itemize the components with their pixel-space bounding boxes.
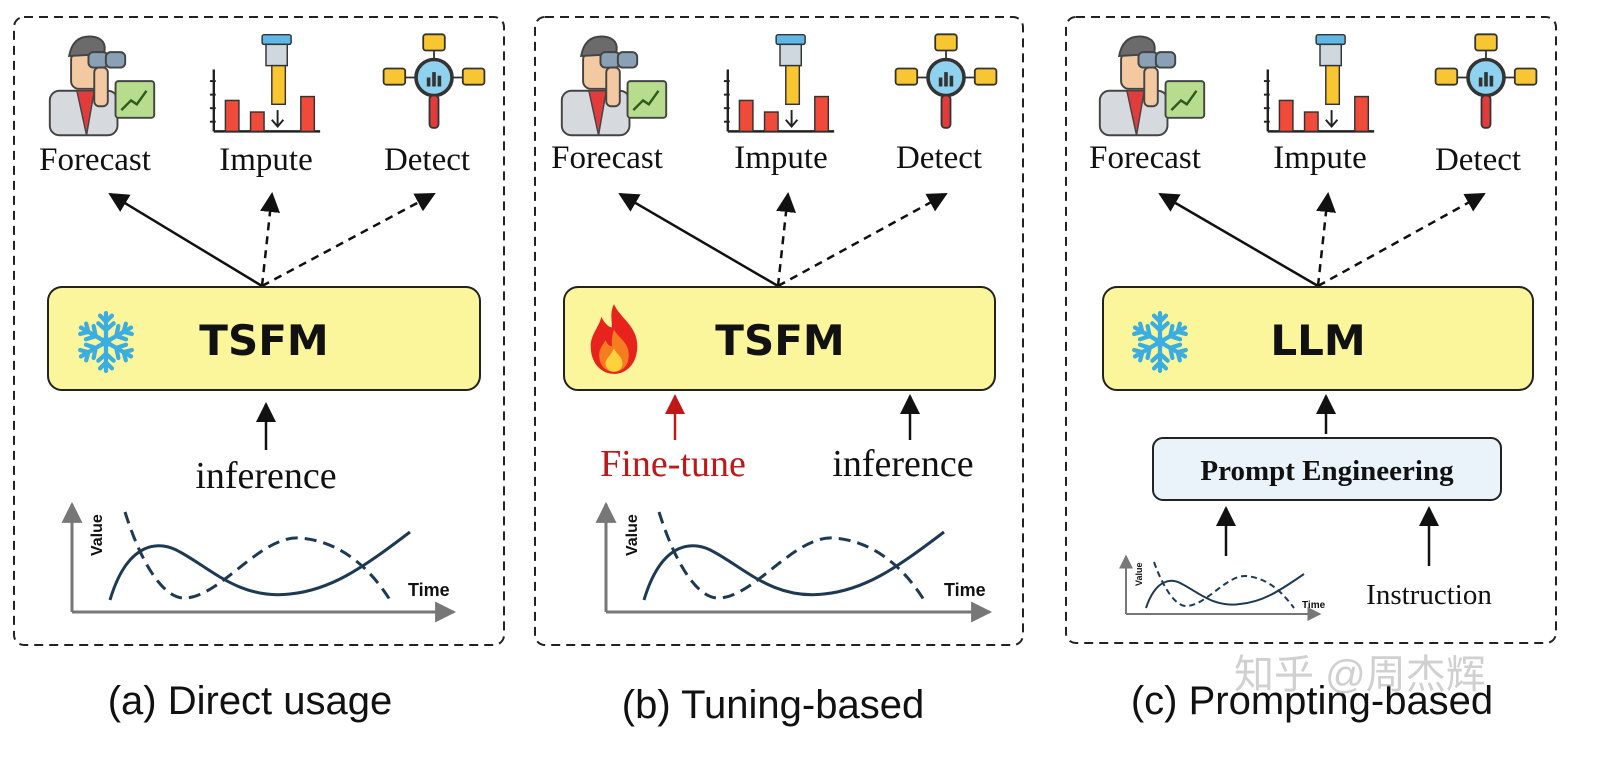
arrow-to-detect <box>777 192 948 288</box>
forecast-icon <box>48 35 156 137</box>
impute-icon <box>208 33 322 133</box>
arrow-to-detect <box>1317 192 1486 288</box>
instruction-label: Instruction <box>1366 579 1492 611</box>
detect-icon <box>893 32 999 130</box>
prompt-engineering-box <box>1152 437 1502 501</box>
inference-label: inference <box>195 455 336 497</box>
panel-border <box>534 16 1024 646</box>
y-axis-label: Value <box>89 514 106 556</box>
detect-icon <box>1433 32 1539 130</box>
model-box <box>563 286 996 391</box>
task-forecast-label: Forecast <box>551 140 663 176</box>
time-series-plot: Value Time <box>61 501 457 623</box>
time-series-plot-small: Value Time <box>1119 554 1326 621</box>
arrow-to-impute <box>260 192 280 287</box>
dashed-curve <box>1153 561 1295 609</box>
model-label: TSFM <box>199 316 328 365</box>
finetune-label: Fine-tune <box>600 443 746 485</box>
arrow-to-forecast <box>618 192 779 288</box>
y-axis-label: Value <box>624 514 641 556</box>
model-box <box>1102 286 1534 391</box>
task-impute-label: Impute <box>734 140 827 176</box>
x-axis-label: Time <box>1302 600 1326 611</box>
inference-label: inference <box>832 443 973 485</box>
detect-icon <box>381 32 487 130</box>
arrow-to-impute <box>776 192 796 287</box>
arrow-to-detect <box>261 192 436 288</box>
impute-icon <box>1262 33 1376 133</box>
task-detect-label: Detect <box>1435 142 1521 178</box>
watermark: 知乎 @周杰辉 <box>1234 653 1486 697</box>
task-forecast-label: Forecast <box>39 142 151 178</box>
solid-curve <box>1145 573 1305 609</box>
arrow-to-forecast <box>108 192 263 288</box>
task-impute-label: Impute <box>1273 140 1366 176</box>
task-impute-label: Impute <box>219 142 312 178</box>
x-axis-label: Time <box>944 580 986 600</box>
task-forecast-label: Forecast <box>1089 140 1201 176</box>
arrow-to-forecast <box>1158 192 1319 288</box>
forecast-icon <box>1098 35 1206 137</box>
solid-curve <box>108 530 411 601</box>
caption-tuning-based: (b) Tuning-based <box>622 683 924 727</box>
time-series-plot: Value Time <box>595 501 993 623</box>
solid-curve <box>642 530 945 601</box>
panel-border <box>1065 16 1557 644</box>
y-axis-label: Value <box>1134 562 1144 586</box>
arrow-to-impute <box>1316 192 1336 287</box>
task-detect-label: Detect <box>384 142 470 178</box>
caption-direct-usage: (a) Direct usage <box>108 679 393 723</box>
dashed-curve <box>123 511 392 601</box>
panel-prompting-based: Forecast Impute Detect LLM Prompt Engine… <box>1065 16 1557 644</box>
model-label: LLM <box>1270 316 1365 365</box>
panel-tuning-based: Forecast Impute Detect TSFM Fine-tune in… <box>534 16 1024 646</box>
panel-direct-usage: Forecast Impute Detect TSFM inference Va… <box>13 16 505 646</box>
model-box <box>47 286 481 391</box>
dashed-curve <box>657 511 926 601</box>
panel-border <box>13 16 505 646</box>
prompt-engineering-label: Prompt Engineering <box>1200 455 1454 487</box>
task-detect-label: Detect <box>896 140 982 176</box>
model-label: TSFM <box>715 316 844 365</box>
forecast-icon <box>560 35 668 137</box>
x-axis-label: Time <box>408 580 450 600</box>
impute-icon <box>722 33 836 133</box>
caption-prompting-based: (c) Prompting-based <box>1131 679 1493 723</box>
